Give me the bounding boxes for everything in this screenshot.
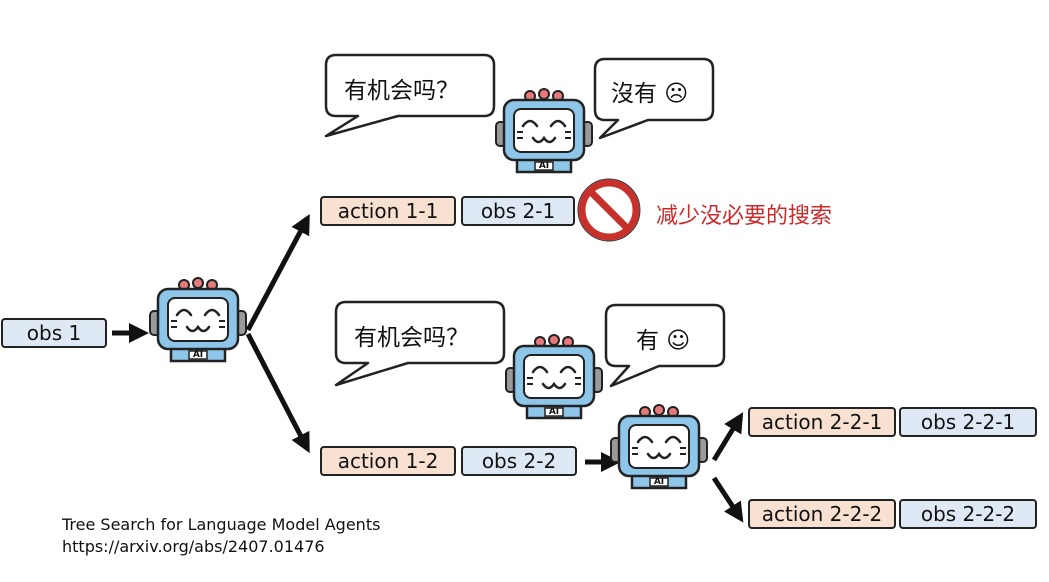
node-obs-2-2-2: obs 2-2-2: [899, 499, 1037, 529]
node-action-1-2: action 1-2: [320, 446, 456, 476]
robot-agent-middle-icon: AI: [504, 333, 604, 420]
arrow-agent-to-action-2-2-1: [711, 412, 744, 462]
robot-badge-label: AI: [654, 477, 664, 487]
citation: Tree Search for Language Model Agents ht…: [62, 514, 380, 558]
robot-agent-expand-icon: AI: [609, 403, 709, 490]
prohibit-icon: [577, 178, 641, 242]
citation-title: Tree Search for Language Model Agents: [62, 515, 381, 534]
robot-agent-top-icon: AI: [494, 87, 594, 174]
node-action-1-1: action 1-1: [320, 196, 456, 226]
bubble-question-bottom-text: 有机会吗？: [354, 325, 469, 351]
robot-badge-label: AI: [193, 350, 203, 360]
bubble-answer-top-text: 沒有 ☹: [611, 81, 689, 107]
node-action-2-2-1: action 2-2-1: [748, 407, 896, 437]
arrow-agent-to-action-2-2-2: [711, 476, 744, 523]
bubble-answer-bottom-text: 有 ☺: [636, 328, 691, 354]
arrow-agent-to-action-1-1: [245, 213, 310, 332]
node-obs-2-2-1: obs 2-2-1: [899, 407, 1037, 437]
robot-agent-root-icon: AI: [148, 276, 248, 363]
speech-bubble-question-bottom: [334, 300, 506, 387]
speech-bubble-answer-top: [593, 57, 715, 140]
prune-note: 减少没必要的搜索: [656, 204, 833, 229]
node-obs-2-2: obs 2-2: [461, 446, 577, 476]
robot-badge-label: AI: [539, 161, 549, 171]
speech-bubble-answer-bottom: [604, 303, 726, 388]
citation-url: https://arxiv.org/abs/2407.01476: [62, 537, 325, 556]
node-obs-2-1: obs 2-1: [461, 196, 575, 226]
arrow-agent-to-action-1-2: [245, 332, 310, 454]
speech-bubble-question-top: [324, 53, 496, 138]
bubble-question-top-text: 有机会吗？: [344, 78, 459, 104]
robot-badge-label: AI: [549, 407, 559, 417]
node-action-2-2-2: action 2-2-2: [748, 499, 896, 529]
node-obs-1: obs 1: [1, 318, 107, 348]
